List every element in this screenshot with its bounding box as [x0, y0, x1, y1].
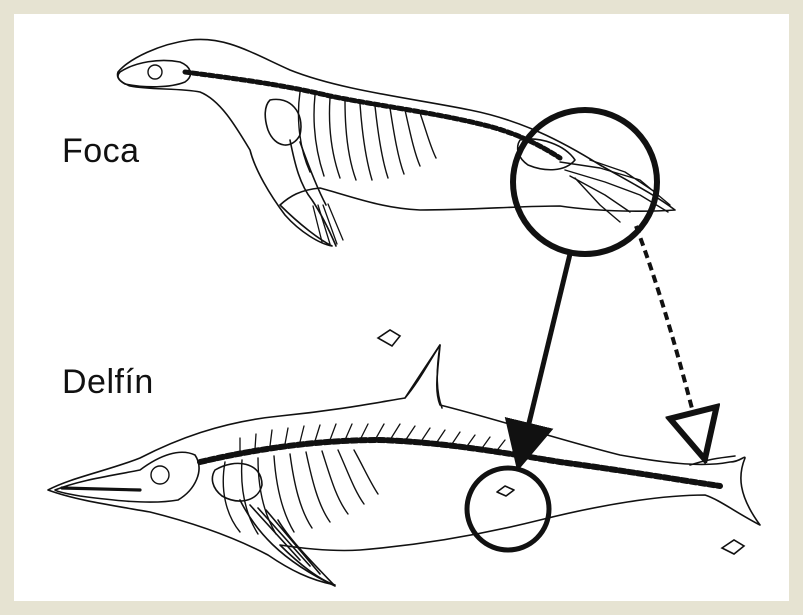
- seal-scapula: [265, 99, 301, 145]
- solid-arrow: [522, 254, 570, 452]
- dolphin-ribs: [223, 450, 378, 534]
- dolphin-flipper: [240, 500, 335, 586]
- dolphin-scapula: [212, 463, 262, 501]
- detached-bone-2: [722, 540, 744, 554]
- seal-spine: [185, 72, 560, 158]
- dolphin-skull: [55, 452, 199, 502]
- dolphin-spine: [200, 440, 720, 486]
- dolphin-pelvis-highlight-circle: [467, 468, 549, 550]
- dolphin-vestigial-pelvis: [497, 486, 514, 496]
- dashed-arrow: [636, 226, 700, 440]
- dolphin-body-outline: [48, 345, 760, 585]
- seal-pelvis-highlight-circle: [513, 110, 657, 254]
- seal-skeleton: [118, 39, 676, 246]
- detached-bone-1: [378, 330, 400, 346]
- dolphin-skeleton: [48, 345, 760, 586]
